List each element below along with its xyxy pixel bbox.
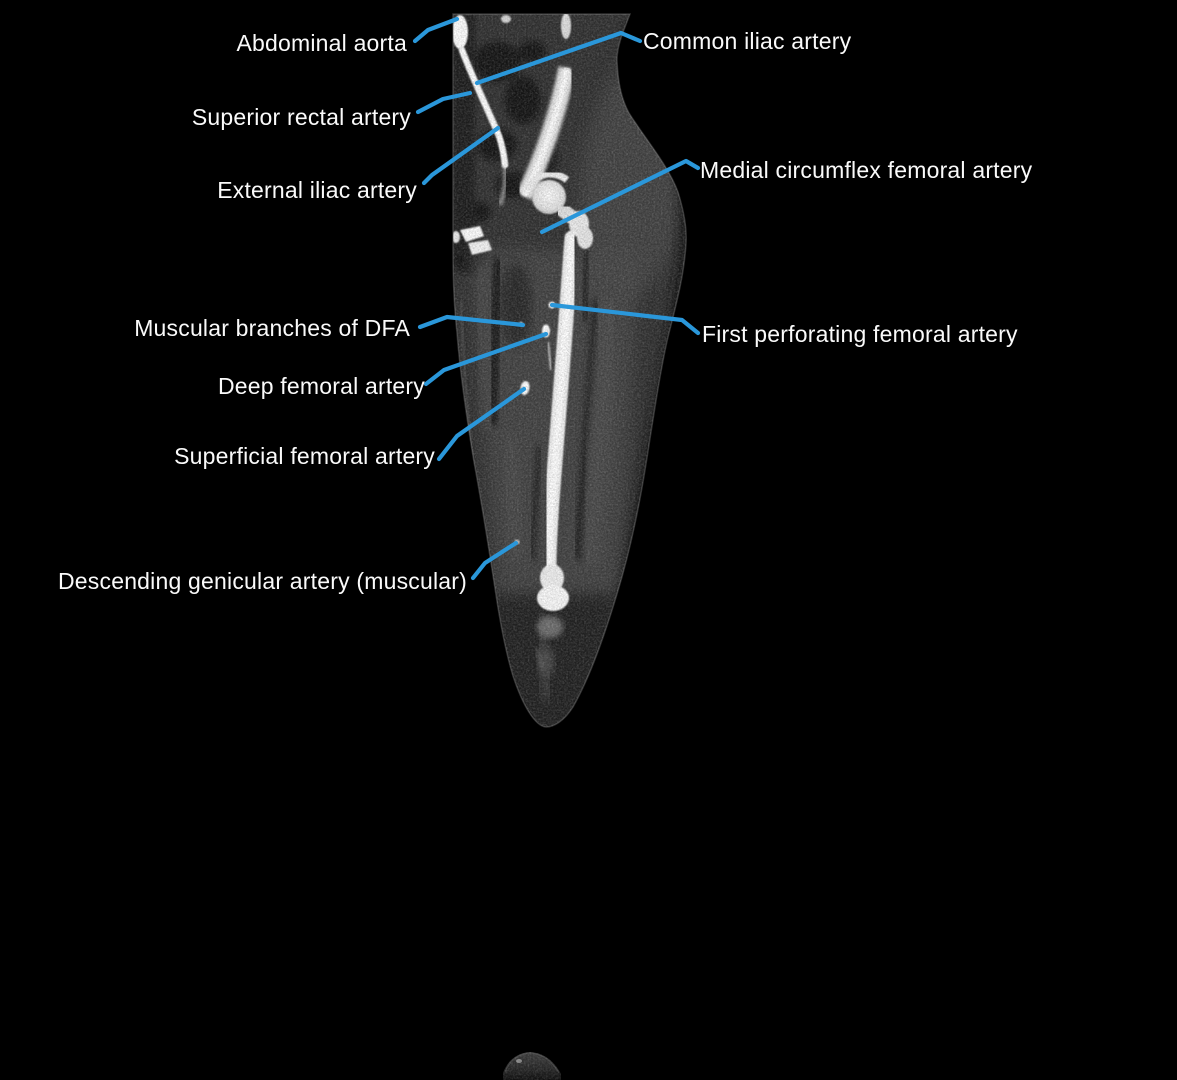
ct-scan-bottom-slice (503, 1052, 561, 1080)
leader-line-common-iliac-artery (474, 30, 643, 86)
label-descending-genicular-artery: Descending genicular artery (muscular) (58, 568, 467, 594)
label-external-iliac-artery: External iliac artery (217, 177, 417, 203)
label-common-iliac-artery: Common iliac artery (643, 28, 852, 54)
label-first-perforating-femoral-artery: First perforating femoral artery (702, 321, 1018, 347)
label-muscular-branches-of-dfa: Muscular branches of DFA (134, 315, 410, 341)
leader-line-superior-rectal-artery (415, 90, 473, 115)
leader-line-external-iliac-artery (421, 125, 501, 186)
leader-line-superficial-femoral-artery (436, 386, 527, 462)
label-deep-femoral-artery: Deep femoral artery (217, 373, 425, 399)
leader-line-medial-circumflex-femoral-artery (539, 158, 701, 235)
leader-line-abdominal-aorta (412, 16, 460, 44)
label-superior-rectal-artery: Superior rectal artery (191, 104, 411, 130)
label-medial-circumflex-femoral-artery: Medial circumflex femoral artery (700, 157, 1033, 183)
ct-body-silhouette (452, 13, 687, 728)
leader-line-muscular-branches-of-dfa (417, 314, 526, 330)
label-abdominal-aorta: Abdominal aorta (236, 30, 407, 56)
leader-line-descending-genicular-artery (470, 540, 519, 581)
label-superficial-femoral-artery: Superficial femoral artery (174, 443, 435, 469)
leader-line-deep-femoral-artery (423, 331, 549, 387)
leader-line-first-perforating-femoral-artery (549, 302, 701, 336)
